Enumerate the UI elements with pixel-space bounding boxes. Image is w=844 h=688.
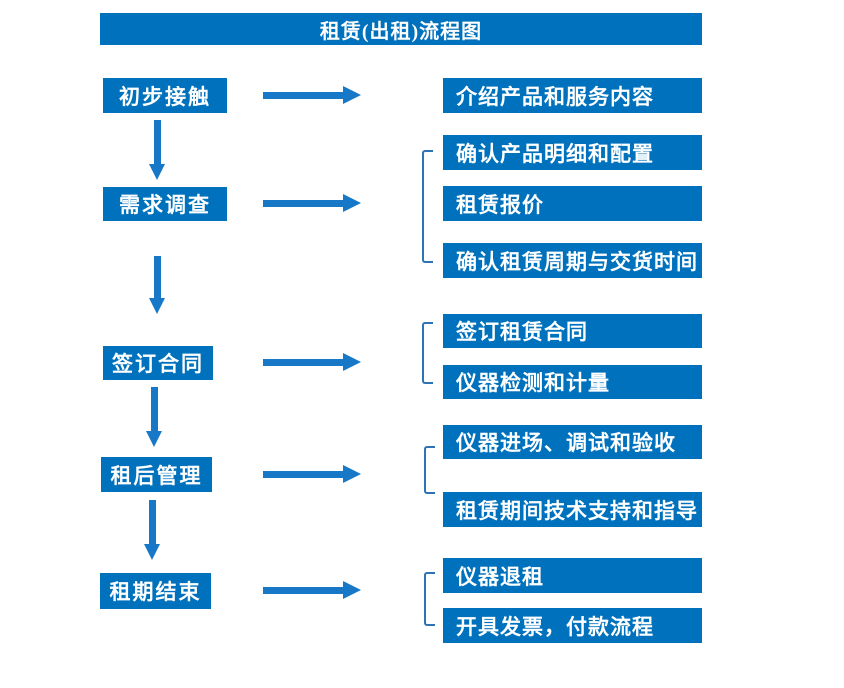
group-bracket-rental-end xyxy=(424,572,435,626)
detail-box-sign-rental-contract: 签订租赁合同 xyxy=(443,314,702,348)
detail-box-instrument-entry-acceptance: 仪器进场、调试和验收 xyxy=(443,425,702,459)
down-arrow-3 xyxy=(146,387,162,447)
right-arrow-post-rental xyxy=(263,465,361,483)
step-box-demand-survey: 需求调查 xyxy=(103,187,227,221)
step-box-post-rental-management: 租后管理 xyxy=(101,457,212,492)
group-bracket-demand-survey xyxy=(422,150,433,263)
detail-box-rental-quote: 租赁报价 xyxy=(443,186,702,221)
detail-box-invoicing-payment: 开具发票，付款流程 xyxy=(443,608,702,643)
detail-box-instrument-return: 仪器退租 xyxy=(443,558,702,593)
step-box-initial-contact: 初步接触 xyxy=(103,78,227,113)
down-arrow-4 xyxy=(144,500,160,560)
detail-box-introduce-products-services: 介绍产品和服务内容 xyxy=(443,78,702,113)
right-arrow-sign-contract xyxy=(263,353,361,371)
detail-box-technical-support-guidance: 租赁期间技术支持和指导 xyxy=(443,492,702,527)
detail-box-confirm-product-details-config: 确认产品明细和配置 xyxy=(443,135,702,170)
group-bracket-sign-contract xyxy=(422,322,433,384)
right-arrow-initial-contact xyxy=(263,86,361,104)
right-arrow-demand-survey xyxy=(263,194,361,212)
group-bracket-post-rental xyxy=(424,446,435,494)
step-box-rental-end: 租期结束 xyxy=(100,573,211,609)
down-arrow-1 xyxy=(149,120,165,180)
detail-box-instrument-testing-measurement: 仪器检测和计量 xyxy=(443,365,702,399)
right-arrow-rental-end xyxy=(263,581,361,599)
step-box-sign-contract: 签订合同 xyxy=(103,346,213,380)
diagram-title: 租赁(出租)流程图 xyxy=(100,13,702,45)
detail-box-confirm-rental-period-delivery: 确认租赁周期与交货时间 xyxy=(443,243,702,278)
down-arrow-2 xyxy=(149,256,165,314)
